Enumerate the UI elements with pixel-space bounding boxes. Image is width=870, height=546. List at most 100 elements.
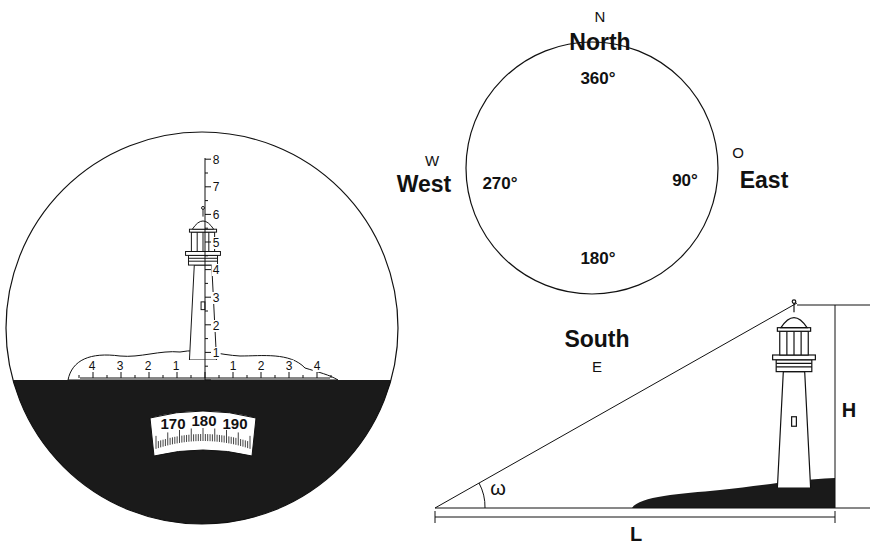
tick-mark (205, 283, 208, 284)
tick-mark (235, 438, 236, 445)
tick-mark (121, 372, 122, 378)
tick-mark (317, 372, 318, 378)
tick-mark (156, 436, 157, 449)
tick-mark (210, 434, 211, 441)
scale-number: 3 (212, 292, 221, 304)
tick-mark (160, 440, 161, 447)
tick-mark (205, 186, 211, 187)
scale-number: 1 (212, 347, 221, 359)
angle-symbol: ω (490, 478, 506, 498)
scale-number: 4 (88, 360, 97, 372)
scale-number: 8 (212, 154, 221, 166)
tick-mark (242, 440, 243, 447)
tick-mark (205, 200, 208, 201)
tick-mark (245, 440, 246, 447)
direction-letter: O (732, 145, 744, 160)
direction-name: East (740, 169, 789, 192)
tick-mark (219, 435, 220, 442)
tick-mark (205, 255, 208, 256)
compass-circle: 360°270°90°180° (465, 41, 719, 295)
tick-mark (165, 439, 166, 446)
tick-mark (221, 435, 222, 442)
tick-mark (177, 372, 178, 378)
tick-mark (205, 269, 211, 270)
tick-mark (247, 375, 248, 378)
tick-mark (193, 434, 194, 441)
tick-mark (188, 435, 189, 442)
tick-mark (261, 372, 262, 378)
direction-name: South (564, 328, 629, 351)
tick-mark (79, 375, 80, 378)
tick-mark (177, 436, 178, 443)
tick-mark (158, 441, 159, 448)
bearing-number: 170 (160, 416, 185, 431)
tick-mark (184, 435, 185, 442)
tick-mark (240, 439, 241, 446)
tick-mark (181, 436, 182, 443)
tick-mark (107, 375, 108, 378)
tick-mark (191, 375, 192, 378)
bearing-number: 180 (191, 413, 216, 428)
tick-mark (179, 430, 180, 443)
tick-mark (247, 441, 248, 448)
scale-number: 1 (172, 360, 181, 372)
scale-number: 6 (212, 209, 221, 221)
tick-mark (174, 437, 175, 444)
scale-number: 3 (116, 360, 125, 372)
tick-mark (231, 437, 232, 444)
tick-mark (205, 311, 208, 312)
tick-mark (207, 434, 208, 441)
tick-mark (226, 430, 227, 443)
tick-mark (219, 375, 220, 378)
tick-mark (163, 440, 164, 447)
tick-mark (205, 173, 208, 174)
tick-mark (331, 375, 332, 378)
tick-mark (186, 435, 187, 442)
tick-mark (303, 375, 304, 378)
tick-mark (149, 372, 150, 378)
scale-number: 5 (212, 237, 221, 249)
tick-mark (205, 352, 211, 353)
tick-mark (205, 242, 211, 243)
tick-mark (233, 437, 234, 444)
direction-letter: E (592, 359, 602, 374)
bearing-degree: 360° (580, 70, 615, 87)
bearing-number: 190 (222, 416, 247, 431)
direction-letter: N (595, 9, 606, 24)
direction-letter: W (425, 153, 439, 168)
tick-mark (135, 375, 136, 378)
tick-mark (205, 434, 206, 441)
scale-number: 4 (313, 360, 322, 372)
tick-mark (250, 436, 251, 449)
tick-mark (205, 324, 211, 325)
tick-mark (167, 432, 168, 445)
tick-mark (275, 375, 276, 378)
tick-mark (205, 159, 211, 160)
scale-number: 2 (212, 320, 221, 332)
tick-mark (205, 297, 211, 298)
scale-number: 2 (144, 360, 153, 372)
tick-mark (163, 375, 164, 378)
scale-number: 1 (229, 360, 238, 372)
tick-mark (233, 372, 234, 378)
tick-mark (170, 438, 171, 445)
tick-mark (198, 434, 199, 441)
tick-mark (214, 428, 215, 441)
dimension-label: H (842, 400, 856, 420)
tick-mark (205, 338, 208, 339)
scale-number: 4 (212, 264, 221, 276)
scale-number: 2 (257, 360, 266, 372)
tick-mark (289, 372, 290, 378)
tick-mark (217, 435, 218, 442)
dimension-label: L (630, 524, 642, 544)
scale-number: 3 (285, 360, 294, 372)
tick-mark (205, 228, 208, 229)
scale-number: 7 (212, 181, 221, 193)
tick-mark (205, 380, 211, 381)
tick-mark (191, 428, 192, 441)
tick-mark (205, 372, 206, 378)
tick-mark (203, 428, 204, 441)
tick-mark (172, 437, 173, 444)
tick-mark (228, 436, 229, 443)
